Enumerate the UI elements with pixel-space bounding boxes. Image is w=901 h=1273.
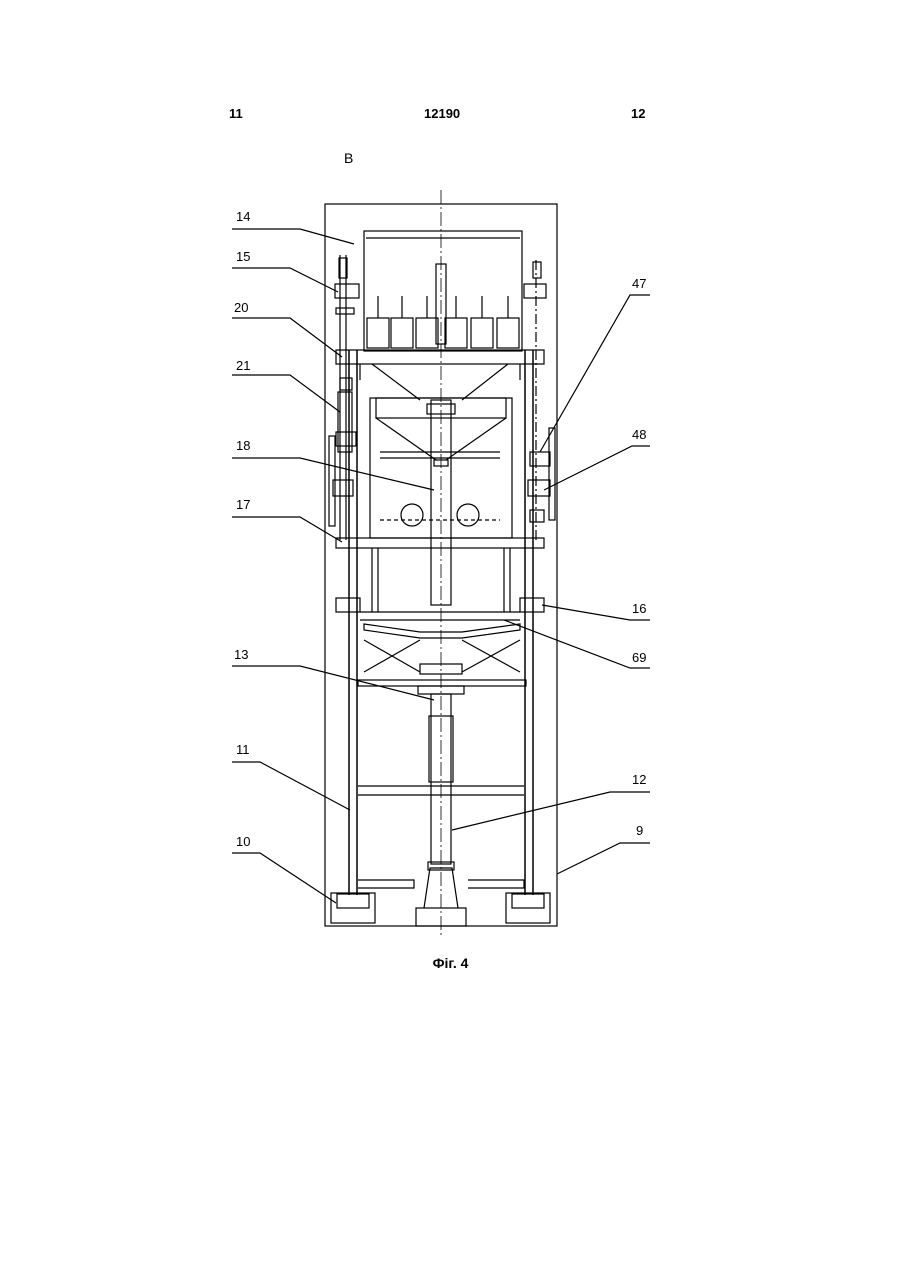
label-9: 9 [636, 823, 643, 838]
figure-caption: Фіг. 4 [0, 955, 901, 971]
mid-beam [336, 538, 544, 548]
label-69: 69 [632, 650, 646, 665]
label-12: 12 [632, 772, 646, 787]
label-15: 15 [236, 249, 250, 264]
label-10: 10 [236, 834, 250, 849]
label-47: 47 [632, 276, 646, 291]
label-14: 14 [236, 209, 250, 224]
label-17: 17 [236, 497, 250, 512]
label-20: 20 [234, 300, 248, 315]
left-port [401, 504, 423, 526]
top-box [364, 231, 522, 351]
label-48: 48 [632, 427, 646, 442]
right-port [457, 504, 479, 526]
label-18: 18 [236, 438, 250, 453]
label-13: 13 [234, 647, 248, 662]
upper-beam [336, 350, 544, 364]
label-21: 21 [236, 358, 250, 373]
label-16: 16 [632, 601, 646, 616]
label-11: 11 [236, 742, 250, 757]
nozzle-row [367, 296, 519, 348]
